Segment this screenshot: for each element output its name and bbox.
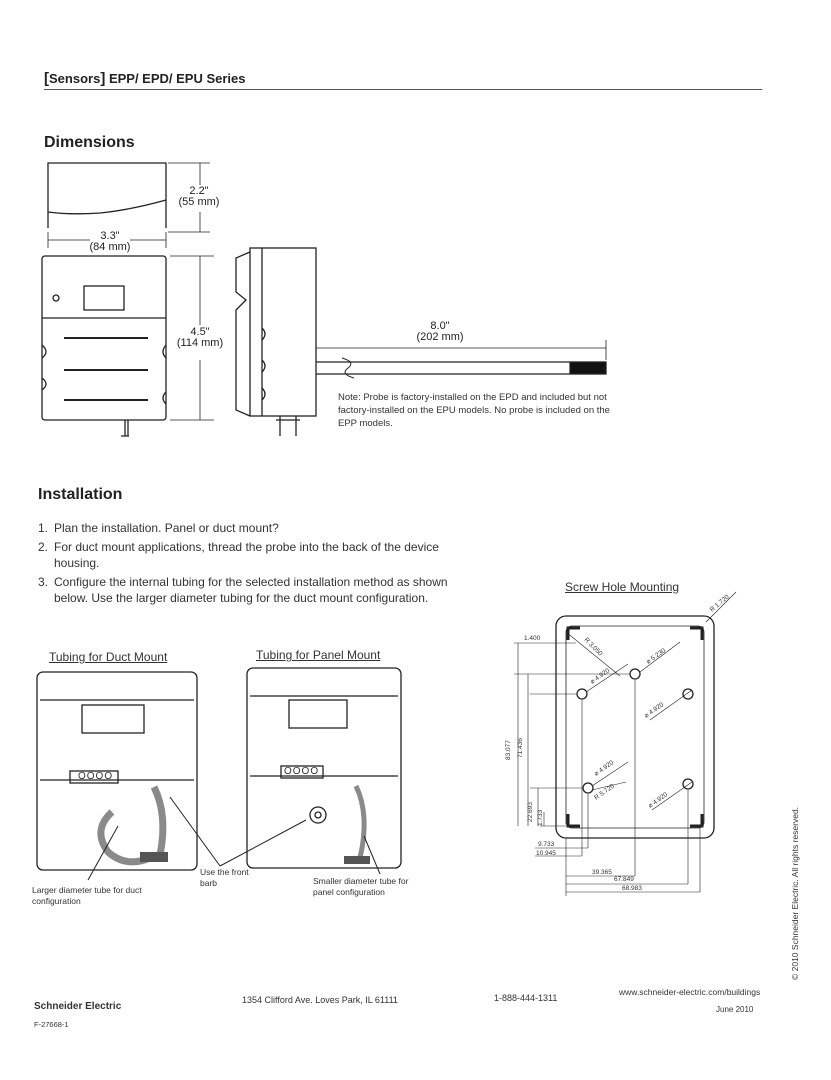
front-display: [83, 285, 125, 311]
callout-smaller-tube: Smaller diameter tube for panel configur…: [313, 876, 409, 897]
top-view-housing: [47, 162, 167, 215]
footer-doc-number: F-27668-1: [34, 1020, 69, 1029]
dim-39365: 39.365: [592, 869, 612, 876]
dim-d4920-a: ⌀ 4.920: [589, 667, 611, 686]
panel-mount-caption: Tubing for Panel Mount: [256, 648, 381, 662]
dim-r5720: R 5.720: [593, 783, 616, 802]
dim-9733: 9.733: [538, 841, 555, 848]
footer-date: June 2010: [716, 1005, 754, 1014]
panel-terminal-label: OOOO: [284, 766, 320, 777]
duct-mount-caption: Tubing for Duct Mount: [49, 650, 168, 664]
document-header: [Sensors] EPP/ EPD/ EPU Series: [44, 70, 246, 87]
footer-copyright: © 2010 Schneider Electric. All rights re…: [790, 806, 800, 980]
side-view-housing: [249, 247, 317, 417]
callout-front-barb: Use the front barb: [200, 867, 249, 888]
screw-dimension-labels: 1.400 R 3.050 R 1.720 ⌀ 5.230 ⌀ 4.920 ⌀ …: [505, 593, 731, 892]
screw-hole-4: [582, 782, 594, 794]
dim-1400: 1.400: [524, 635, 541, 642]
panel-tube: [353, 784, 367, 859]
width-dimension: 3.3" (84 mm): [89, 230, 131, 253]
duct-housing: [36, 671, 198, 871]
depth-dimension: 2.2" (55 mm): [178, 185, 220, 208]
screw-hole-5: [682, 778, 694, 790]
dim-67849: 67.849: [614, 876, 634, 883]
dimensions-title: Dimensions: [44, 134, 135, 151]
screw-hole-1: [576, 688, 588, 700]
duct-terminal-label: OOOO: [78, 771, 114, 782]
dim-83077: 83.077: [505, 740, 512, 760]
duct-display: [81, 704, 145, 734]
step-3: 3.Configure the internal tubing for the …: [38, 575, 448, 605]
screw-hole-2: [629, 668, 641, 680]
dim-d4920-c: ⌀ 4.920: [593, 759, 615, 778]
header-series: EPP/ EPD/ EPU Series: [108, 71, 246, 86]
probe-tip: [569, 361, 607, 375]
dim-d5230: ⌀ 5.230: [645, 647, 667, 666]
dim-10945: 10.945: [536, 850, 556, 857]
dimensions-drawing: [41, 162, 607, 437]
front-view-housing: [41, 255, 167, 421]
header-rule: [44, 89, 762, 90]
dim-71436: 71.436: [517, 738, 524, 758]
header-category: Sensors: [49, 71, 101, 86]
duct-tube-loop: [97, 809, 152, 866]
duct-terminal-box: [69, 770, 119, 784]
installation-title: Installation: [38, 486, 123, 503]
height-dimension: 4.5" (114 mm): [176, 326, 224, 349]
footer-address: 1354 Clifford Ave. Loves Park, IL 61111: [242, 995, 398, 1005]
dim-68983: 68.983: [622, 885, 642, 892]
step-1: 1.Plan the installation. Panel or duct m…: [38, 521, 279, 535]
panel-terminal-box: [280, 765, 324, 779]
duct-tube-right: [150, 785, 167, 856]
front-barb: [309, 806, 327, 824]
footer-company: Schneider Electric: [34, 1001, 122, 1012]
panel-housing: [246, 667, 402, 869]
footer-phone: 1-888-444-1311: [494, 993, 558, 1003]
screw-mounting-caption: Screw Hole Mounting: [565, 580, 680, 594]
step-2: 2.For duct mount applications, thread th…: [38, 540, 439, 570]
probe-note: Note: Probe is factory-installed on the …: [338, 392, 610, 429]
callout-larger-tube: Larger diameter tube for duct configurat…: [32, 885, 142, 906]
dim-r1720-top: R 1.720: [709, 593, 731, 613]
installation-steps: 1.Plan the installation. Panel or duct m…: [38, 520, 478, 609]
footer-website: www.schneider-electric.com/buildings: [619, 987, 761, 997]
probe-dimension: 8.0" (202 mm): [416, 320, 464, 343]
dim-22693: 22.693: [527, 802, 534, 822]
panel-display: [288, 699, 348, 729]
dim-1733: 1.733: [537, 809, 544, 826]
screw-hole-3: [682, 688, 694, 700]
